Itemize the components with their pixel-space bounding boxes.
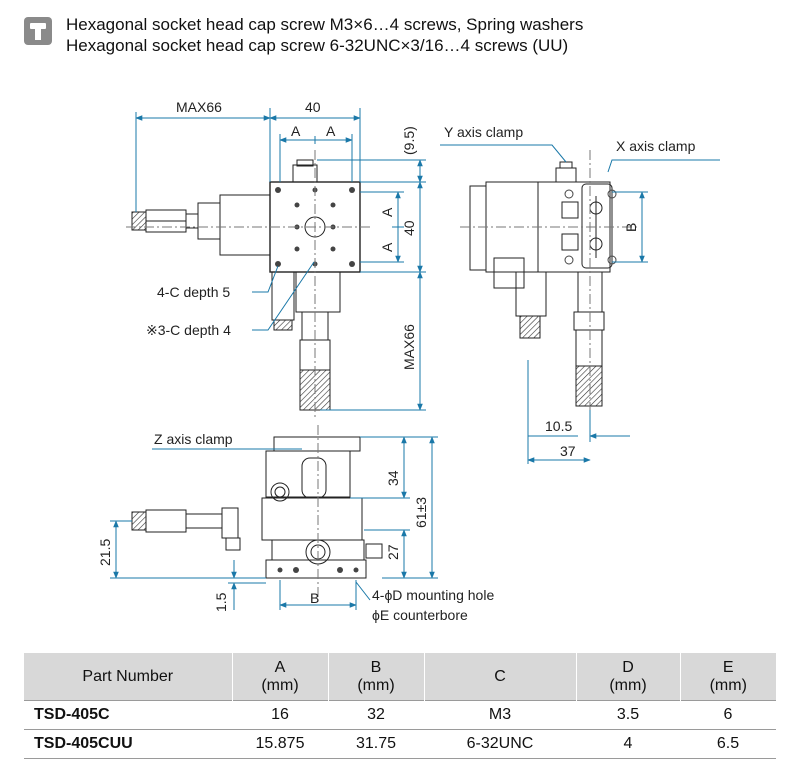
dim-10-5: 10.5 [545, 418, 572, 434]
cell-a: 16 [232, 700, 328, 730]
dim-1-5: 1.5 [213, 592, 229, 612]
dim-9-5: (9.5) [401, 126, 417, 155]
header-part-number: Part Number [24, 653, 232, 701]
dim-40-width: 40 [305, 99, 321, 115]
dim-a-left: A [291, 123, 301, 139]
label-x-axis-clamp: X axis clamp [616, 138, 696, 154]
cell-e: 6 [680, 700, 776, 730]
header-line-1: Hexagonal socket head cap screw M3×6…4 s… [66, 15, 584, 34]
dim-max66: MAX66 [176, 99, 222, 115]
dim-21-5: 21.5 [97, 539, 113, 566]
dim-34: 34 [385, 470, 401, 486]
label-mounting-hole: 4-ϕD mounting hole [372, 587, 494, 603]
label-c-depth-5: 4-C depth 5 [157, 284, 230, 300]
header: Hexagonal socket head cap screw M3×6…4 s… [18, 14, 788, 60]
cell-d: 3.5 [576, 700, 680, 730]
header-a: A(mm) [231, 653, 328, 701]
header-line-2: Hexagonal socket head cap screw 6-32UNC×… [66, 36, 569, 55]
cell-b: 32 [328, 700, 424, 730]
front-view: Z axis clamp 34 61±3 27 21.5 1.5 B 4-ϕD … [97, 425, 494, 623]
table-row: TSD-405CUU 15.875 31.75 6-32UNC 4 6.5 [24, 729, 776, 759]
dim-37: 37 [560, 443, 576, 459]
cell-d: 4 [576, 729, 680, 759]
cell-c: M3 [424, 700, 576, 730]
table-header-row: Part Number A(mm) B(mm) C D(mm) E(mm) [24, 653, 776, 701]
header-b: B(mm) [327, 653, 424, 701]
header-c: C [423, 653, 576, 701]
header-e: E(mm) [679, 653, 776, 701]
dim-a-bottom: A [379, 242, 395, 252]
dim-a-top: A [379, 207, 395, 217]
label-y-axis-clamp: Y axis clamp [444, 124, 523, 140]
table-row: TSD-405C 16 32 M3 3.5 6 [24, 700, 776, 730]
cell-b: 31.75 [328, 729, 424, 759]
technical-drawing: MAX66 40 A A (9.5) A A 40 MAX66 4-C dept… [97, 99, 720, 623]
side-view: Y axis clamp X axis clamp B 10.5 37 [440, 124, 720, 464]
label-z-axis-clamp: Z axis clamp [154, 431, 233, 447]
dim-61: 61±3 [413, 497, 429, 528]
screw-icon [24, 17, 52, 45]
dim-40-height: 40 [401, 220, 417, 236]
top-view: MAX66 40 A A (9.5) A A 40 MAX66 4-C dept… [126, 99, 426, 420]
dim-b-front: B [310, 590, 319, 606]
cell-e: 6.5 [680, 729, 776, 759]
label-counterbore: ϕE counterbore [372, 607, 468, 623]
spec-table: Part Number A(mm) B(mm) C D(mm) E(mm) TS… [24, 653, 776, 759]
cell-part-number: TSD-405CUU [24, 729, 232, 759]
dim-b-side: B [623, 223, 639, 232]
header-d: D(mm) [575, 653, 680, 701]
dim-max66-vertical: MAX66 [401, 324, 417, 370]
cell-part-number: TSD-405C [24, 700, 232, 730]
cell-c: 6-32UNC [424, 729, 576, 759]
dim-a-right: A [326, 123, 336, 139]
cell-a: 15.875 [232, 729, 328, 759]
label-c-depth-4: ※3-C depth 4 [146, 322, 231, 338]
dim-27: 27 [385, 544, 401, 560]
